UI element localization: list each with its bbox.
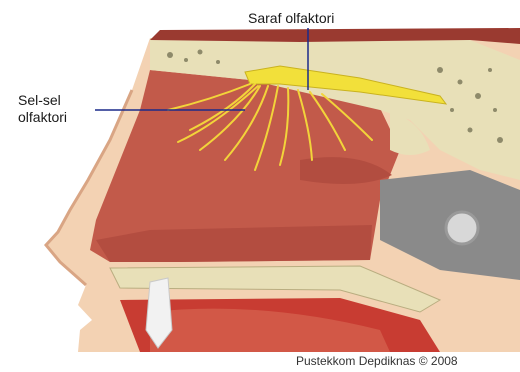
olfactory-nerve-label: Saraf olfaktori xyxy=(248,10,334,27)
image-credit: Pustekkom Depdiknas © 2008 xyxy=(296,354,458,368)
olfactory-cells-label-line2: olfaktori xyxy=(18,109,67,126)
olfactory-cells-label: Sel-sel olfaktori xyxy=(18,92,67,126)
olfactory-cells-label-line1: Sel-sel xyxy=(18,92,67,109)
eustachian-opening xyxy=(446,212,478,244)
